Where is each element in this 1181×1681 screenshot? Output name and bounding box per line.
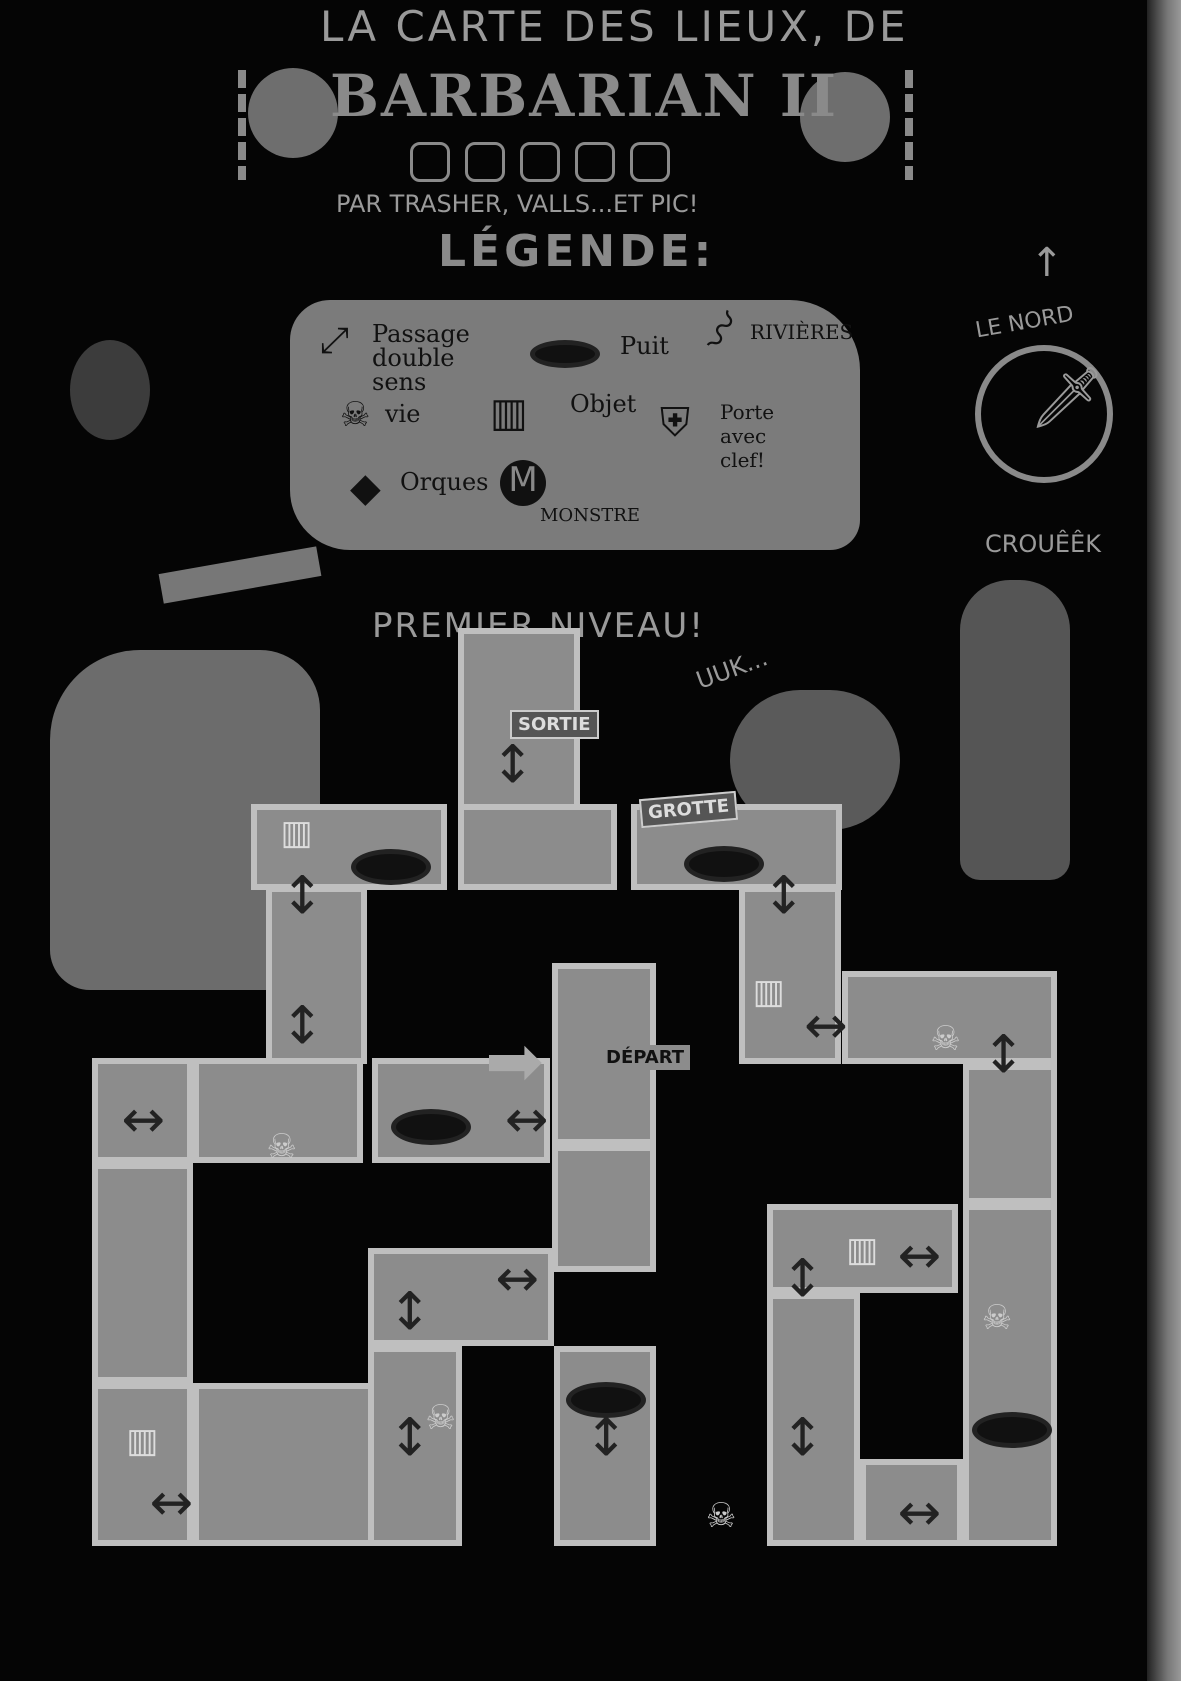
map-room xyxy=(91,1382,193,1547)
decor-bar xyxy=(905,70,913,180)
legend-porte: Porte avec clef! xyxy=(720,400,775,472)
gift-icon: ▥ xyxy=(280,813,313,854)
sword-north-icon: 🗡 xyxy=(1029,363,1106,433)
legend-objet: Objet xyxy=(570,390,637,418)
double-arrow-icon: ↕ xyxy=(780,1248,825,1309)
token-icon xyxy=(575,142,615,182)
orc-diamond-icon: ◆ xyxy=(350,465,381,511)
double-arrow-icon: ↔ xyxy=(495,1248,540,1309)
token-icon xyxy=(465,142,505,182)
double-arrow-icon: ↔ xyxy=(149,1473,194,1534)
skull-icon: ☠ xyxy=(425,1397,456,1438)
start-pointer-arrow-icon: ➡ xyxy=(485,1020,544,1102)
page-title: LA CARTE DES LIEUX, DE xyxy=(320,2,909,51)
double-arrow-icon: ↕ xyxy=(762,865,806,926)
game-logo: BARBARIAN II xyxy=(330,62,839,130)
skull-icon: ☠ xyxy=(705,1496,737,1536)
double-arrow-icon: ↕ xyxy=(388,1281,432,1342)
map-room xyxy=(738,886,842,1065)
map-room xyxy=(963,1204,1057,1547)
double-arrow-icon: ↔ xyxy=(897,1225,942,1286)
well-icon xyxy=(350,848,431,885)
double-arrow-icon: ↕ xyxy=(280,996,325,1057)
map-room xyxy=(458,804,618,891)
double-arrow-icon: ↕ xyxy=(981,1024,1026,1085)
gift-icon: ▥ xyxy=(126,1421,159,1462)
map-room xyxy=(368,1346,462,1547)
caption-crouek: CROUÊÊK xyxy=(985,530,1101,558)
double-arrow-icon: ↕ xyxy=(584,1407,628,1468)
legend-passage: Passage double sens xyxy=(372,320,470,396)
token-icon xyxy=(410,142,450,182)
map-room xyxy=(766,1204,959,1294)
map-room xyxy=(963,1064,1057,1205)
double-arrow-icon: ↕ xyxy=(490,734,535,795)
legend-orques: Orques xyxy=(400,468,489,496)
legend-title: LÉGENDE: xyxy=(438,226,716,277)
gift-icon: ▥ xyxy=(490,390,528,436)
decor-bar xyxy=(238,70,246,180)
map-room xyxy=(841,970,1057,1065)
token-icon xyxy=(520,142,560,182)
double-arrow-icon: ↔ xyxy=(504,1089,549,1150)
monster-icon: M xyxy=(500,460,546,506)
double-arrow-icon: ↕ xyxy=(780,1407,825,1468)
legend-rivieres: RIVIÈRES xyxy=(750,320,854,344)
map-room xyxy=(766,1293,861,1547)
legend-puit: Puit xyxy=(620,332,669,360)
double-arrow-icon: ↔ xyxy=(121,1089,166,1150)
skull-icon: ☠ xyxy=(266,1126,297,1167)
skull-icon: ☠ xyxy=(340,395,371,435)
bird-creature xyxy=(960,580,1070,880)
skull-icon: ☠ xyxy=(930,1019,961,1060)
gift-icon: ▥ xyxy=(752,972,785,1013)
compass xyxy=(975,345,1113,483)
well-icon xyxy=(390,1108,471,1145)
well-icon xyxy=(530,340,600,368)
princess-face-portrait xyxy=(800,72,890,162)
map-room xyxy=(860,1458,964,1547)
map-room xyxy=(192,1058,363,1164)
double-arrow-icon: ↕ xyxy=(280,865,325,926)
skull-icon: ☠ xyxy=(981,1297,1013,1338)
legend-parchment: ⤢ Passage double sens Puit 〰 RIVIÈRES ☠ … xyxy=(290,300,860,550)
well-icon xyxy=(684,846,765,883)
barbarian-face-portrait xyxy=(248,68,338,158)
caption-uuk: UUK... xyxy=(692,643,772,695)
exit-label: SORTIE xyxy=(510,710,599,739)
gift-icon: ▥ xyxy=(846,1229,879,1270)
map-room xyxy=(372,1058,550,1164)
map-room xyxy=(551,1145,657,1272)
map-room xyxy=(91,1163,193,1383)
token-icon xyxy=(630,142,670,182)
compass-label: LE NORD xyxy=(973,301,1076,344)
woman-portrait xyxy=(70,340,150,440)
legend-vie: vie xyxy=(385,400,421,428)
legend-monstre: MONSTRE xyxy=(540,505,640,526)
double-arrow-icon: ⤢ xyxy=(320,320,349,361)
page-edge xyxy=(1147,0,1181,1681)
north-arrow-icon: ↑ xyxy=(1030,240,1064,286)
well-icon xyxy=(565,1381,646,1418)
river-icon: 〰 xyxy=(693,302,754,360)
map-room xyxy=(553,1346,657,1547)
well-icon xyxy=(972,1411,1053,1448)
map-room xyxy=(91,1058,193,1164)
double-arrow-icon: ↔ xyxy=(804,996,848,1057)
double-arrow-icon: ↔ xyxy=(897,1482,942,1543)
start-label: DÉPART xyxy=(600,1045,691,1070)
map-room xyxy=(192,1382,375,1547)
map-room xyxy=(368,1248,554,1347)
double-arrow-icon: ↕ xyxy=(388,1407,432,1468)
credits: PAR TRASHER, VALLS...ET PIC! xyxy=(336,190,699,218)
key-shield-icon: ⛨ xyxy=(660,400,690,446)
sword-decor xyxy=(158,546,322,604)
